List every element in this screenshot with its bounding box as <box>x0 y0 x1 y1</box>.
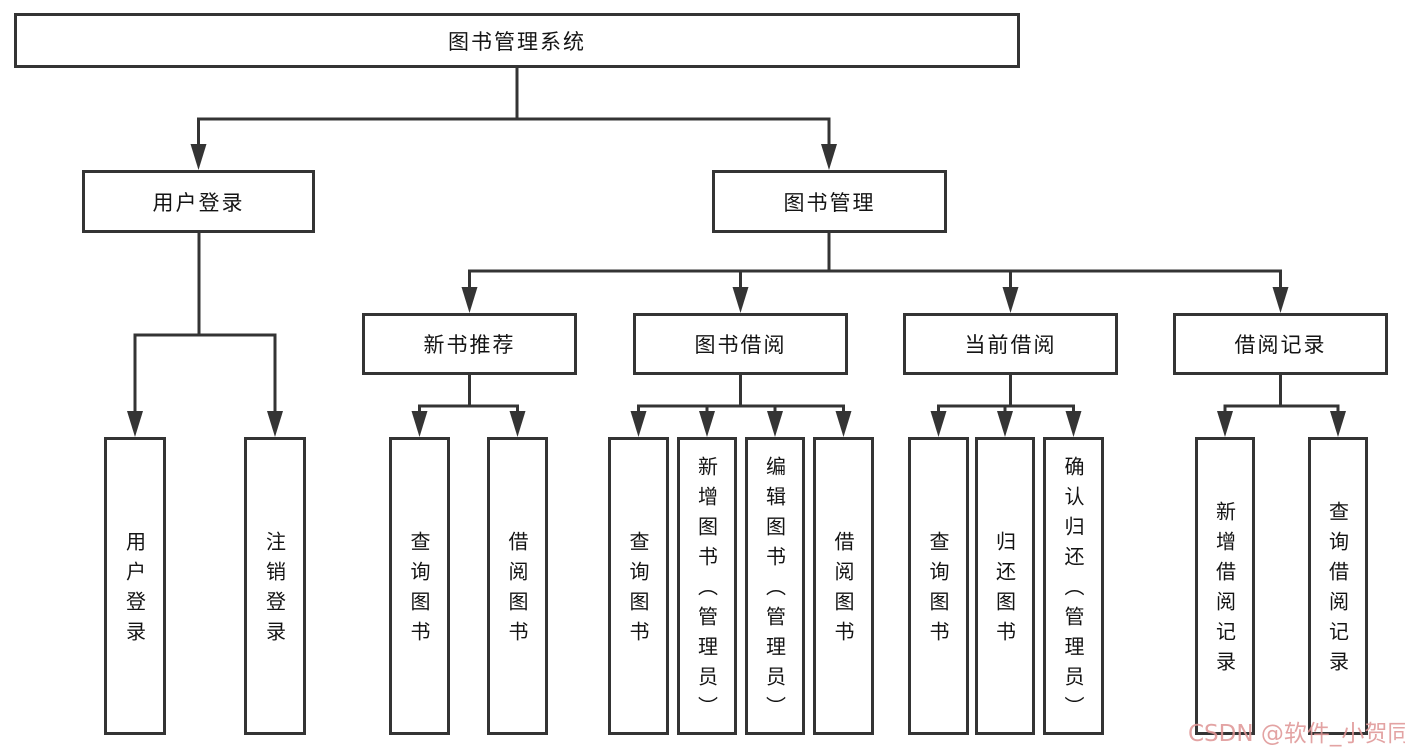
node-label: 查询借阅记录 <box>1325 501 1350 681</box>
arrowhead <box>1065 411 1082 437</box>
leaf-newbooks-query: 查询图书 <box>389 437 450 735</box>
arrowhead <box>630 411 647 437</box>
leaf-current-return: 归还图书 <box>975 437 1035 735</box>
node-label: 当前借阅 <box>964 333 1057 357</box>
node-current-borrow: 当前借阅 <box>903 313 1118 375</box>
node-label: 图书管理 <box>783 190 876 215</box>
arrowhead <box>835 411 852 437</box>
leaf-borrow-query: 查询图书 <box>608 437 669 735</box>
node-label: 新书推荐 <box>423 333 516 357</box>
node-label: 注销登录 <box>262 531 287 651</box>
leaf-newbooks-borrow: 借阅图书 <box>487 437 548 735</box>
edges-book-management <box>461 233 1289 313</box>
arrowhead <box>461 287 478 313</box>
leaf-borrow-add-admin: 新增图书（管理员） <box>677 437 737 735</box>
node-user-login: 用户登录 <box>82 170 315 233</box>
arrowhead <box>190 144 207 170</box>
edges-book-borrow <box>630 375 852 437</box>
edges-root <box>190 68 837 170</box>
edges-user-login <box>127 233 283 437</box>
node-book-management: 图书管理 <box>712 170 947 233</box>
leaf-borrow-book: 借阅图书 <box>813 437 874 735</box>
node-label: 图书借阅 <box>694 333 787 357</box>
arrowhead <box>1217 411 1233 437</box>
node-label: 用户登录 <box>122 531 147 651</box>
node-label: 用户登录 <box>152 190 245 215</box>
leaf-current-confirm-admin: 确认归还（管理员） <box>1043 437 1104 735</box>
arrowhead <box>267 411 283 437</box>
arrowhead <box>1002 287 1019 313</box>
node-label: 借阅图书 <box>505 531 529 651</box>
arrowhead <box>997 411 1013 437</box>
arrowhead <box>1330 411 1346 437</box>
arrowhead <box>767 411 783 437</box>
arrowhead <box>930 411 947 437</box>
node-label: 查询图书 <box>926 531 950 651</box>
edges-current-borrow <box>930 375 1082 437</box>
leaf-user-login: 用户登录 <box>104 437 166 735</box>
node-label: 查询图书 <box>626 531 650 651</box>
node-label: 查询图书 <box>407 531 431 651</box>
edges-borrow-records <box>1217 375 1346 437</box>
node-borrow-records: 借阅记录 <box>1173 313 1388 375</box>
node-label: 确认归还（管理员） <box>1061 456 1085 726</box>
arrowhead <box>699 411 715 437</box>
node-book-borrow: 图书借阅 <box>633 313 848 375</box>
leaf-logout: 注销登录 <box>244 437 306 735</box>
node-label: 编辑图书（管理员） <box>762 456 787 726</box>
leaf-current-query: 查询图书 <box>908 437 969 735</box>
leaf-borrow-edit-admin: 编辑图书（管理员） <box>745 437 805 735</box>
node-root-system: 图书管理系统 <box>14 13 1020 68</box>
leaf-records-add: 新增借阅记录 <box>1195 437 1255 735</box>
arrowhead <box>821 144 837 170</box>
leaf-records-query: 查询借阅记录 <box>1308 437 1368 735</box>
node-new-books: 新书推荐 <box>362 313 577 375</box>
arrowhead <box>1272 287 1289 313</box>
node-label: 新增借阅记录 <box>1212 501 1237 681</box>
arrowhead <box>127 411 143 437</box>
arrowhead <box>411 411 428 437</box>
arrowhead <box>509 411 526 437</box>
arrowhead <box>732 287 749 313</box>
node-label: 借阅图书 <box>831 531 855 651</box>
node-label: 借阅记录 <box>1234 333 1327 357</box>
node-label: 新增图书（管理员） <box>694 456 719 726</box>
node-label: 归还图书 <box>992 531 1017 651</box>
node-label: 图书管理系统 <box>448 29 586 54</box>
edges-new-books <box>411 375 526 437</box>
